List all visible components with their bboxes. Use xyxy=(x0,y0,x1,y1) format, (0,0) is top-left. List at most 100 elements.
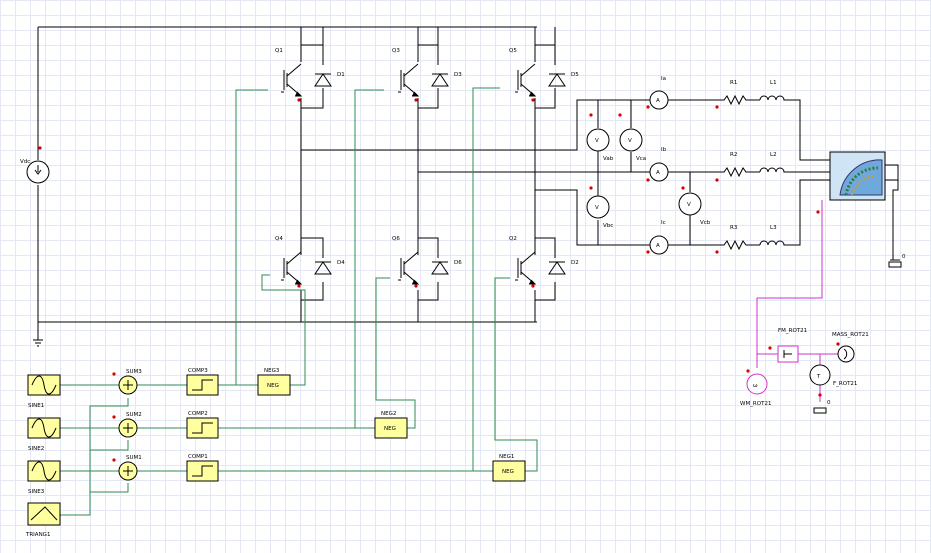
sine-source-3[interactable]: SINE3 xyxy=(27,460,61,495)
negator-label: NEG2 xyxy=(381,411,396,417)
pin-dot xyxy=(414,98,418,102)
pin-dot xyxy=(297,284,301,288)
triangle-source[interactable]: TRIANG1 xyxy=(25,502,61,538)
pin-dot xyxy=(646,105,650,109)
pin-dot xyxy=(112,415,116,419)
negator-text: NEG xyxy=(384,426,396,432)
power-wires xyxy=(37,26,900,340)
inductor-l1[interactable]: L1 xyxy=(759,80,786,101)
speed-sensor[interactable]: ω WM_ROT21 xyxy=(740,373,771,407)
resistor-r1[interactable]: R1 xyxy=(720,80,748,106)
pin-dot xyxy=(38,146,42,150)
comparator-comp2[interactable]: COMP2 xyxy=(186,411,219,439)
comparator-label: COMP2 xyxy=(188,411,208,417)
negator-text: NEG xyxy=(267,383,279,389)
sine-label: SINE2 xyxy=(28,446,44,452)
resistor-r2[interactable]: R2 xyxy=(720,152,748,178)
summer-sum1[interactable]: SUM1 xyxy=(118,455,142,481)
pin-dot xyxy=(589,113,593,117)
igbt-label: Q4 xyxy=(275,236,283,242)
voltmeter-vca[interactable]: V Vca xyxy=(619,128,646,162)
right-ground: 0 xyxy=(888,254,906,268)
pin-dot xyxy=(589,186,593,190)
mechanical-wires xyxy=(756,200,838,402)
pin-dot xyxy=(112,372,116,376)
wm-rot-label: WM_ROT21 xyxy=(740,401,771,407)
comparator-label: COMP1 xyxy=(188,454,208,460)
pin-dot xyxy=(816,210,820,214)
vcb-label: Vcb xyxy=(700,220,711,226)
triangle-label: TRIANG1 xyxy=(25,532,50,538)
sine-source-2[interactable]: SINE2 xyxy=(27,417,61,452)
ammeter-b[interactable]: A Ib xyxy=(649,147,669,182)
igbt-label: Q3 xyxy=(392,48,400,54)
summer-sum3[interactable]: SUM3 xyxy=(118,369,142,395)
comparator-comp3[interactable]: COMP3 xyxy=(186,368,219,396)
negator-text: NEG xyxy=(502,469,514,475)
svg-text:A: A xyxy=(656,170,660,176)
voltmeter-vbc[interactable]: V Vbc xyxy=(586,195,613,229)
negator-neg2[interactable]: NEG NEG2 xyxy=(374,411,408,439)
pin-dot xyxy=(836,342,840,346)
negator-label: NEG3 xyxy=(264,368,280,374)
voltmeter-vab[interactable]: V Vab xyxy=(586,128,614,162)
resistor-r3[interactable]: R3 xyxy=(720,225,748,251)
pin-dot xyxy=(414,284,418,288)
pin-dot xyxy=(531,284,535,288)
svg-text:T: T xyxy=(816,374,821,380)
vbc-label: Vbc xyxy=(603,223,613,229)
dc-source[interactable]: Vdc xyxy=(20,159,50,184)
igbt-label: Q2 xyxy=(509,236,517,242)
pin-dot xyxy=(715,105,719,109)
inductor-l2[interactable]: L2 xyxy=(759,152,786,173)
mass-rot-label: MASS_ROT21 xyxy=(832,332,869,338)
vca-label: Vca xyxy=(636,156,646,162)
pin-dot xyxy=(715,178,719,182)
svg-text:V: V xyxy=(595,138,599,144)
diode-label: D5 xyxy=(571,72,579,78)
negator-neg3[interactable]: NEG NEG3 xyxy=(257,368,291,396)
pin-dot xyxy=(681,186,685,190)
negator-neg1[interactable]: NEG NEG1 xyxy=(492,454,526,482)
svg-text:A: A xyxy=(656,243,660,249)
pin-dot xyxy=(297,98,301,102)
torque-ground-label: 0 xyxy=(827,400,831,406)
comparator-comp1[interactable]: COMP1 xyxy=(186,454,219,482)
pin-dot xyxy=(618,113,622,117)
pin-dot xyxy=(646,178,650,182)
diode-label: D4 xyxy=(337,260,345,266)
igbt-label: Q6 xyxy=(392,236,400,242)
ammeter-a[interactable]: A Ia xyxy=(649,76,669,110)
resistor-label: R2 xyxy=(730,152,737,158)
signal-wires xyxy=(60,87,538,516)
negator-label: NEG1 xyxy=(499,454,514,460)
diode-label: D1 xyxy=(337,72,345,78)
ammeter-c[interactable]: A Ic xyxy=(649,220,669,255)
speed-meter[interactable]: FM_ROT21 xyxy=(777,328,807,363)
sine-label: SINE3 xyxy=(28,489,45,495)
vdc-label: Vdc xyxy=(20,159,30,165)
igbt-label: Q5 xyxy=(509,48,517,54)
diode-label: D6 xyxy=(454,260,462,266)
summer-label: SUM1 xyxy=(126,455,142,461)
svg-text:V: V xyxy=(687,202,691,208)
comparator-label: COMP3 xyxy=(188,368,208,374)
sine-source-1[interactable]: SINE1 xyxy=(27,374,61,409)
induction-motor[interactable] xyxy=(829,151,886,201)
torque-source[interactable]: T F_ROT21 0 xyxy=(809,364,857,414)
inductor-label: L3 xyxy=(770,225,777,231)
pin-dot xyxy=(818,393,822,397)
mass[interactable]: MASS_ROT21 xyxy=(832,332,869,363)
sine-label: SINE1 xyxy=(28,403,44,409)
summer-sum2[interactable]: SUM2 xyxy=(118,412,142,438)
inductor-l3[interactable]: L3 xyxy=(759,225,786,246)
voltmeter-vcb[interactable]: V Vcb xyxy=(678,192,711,226)
